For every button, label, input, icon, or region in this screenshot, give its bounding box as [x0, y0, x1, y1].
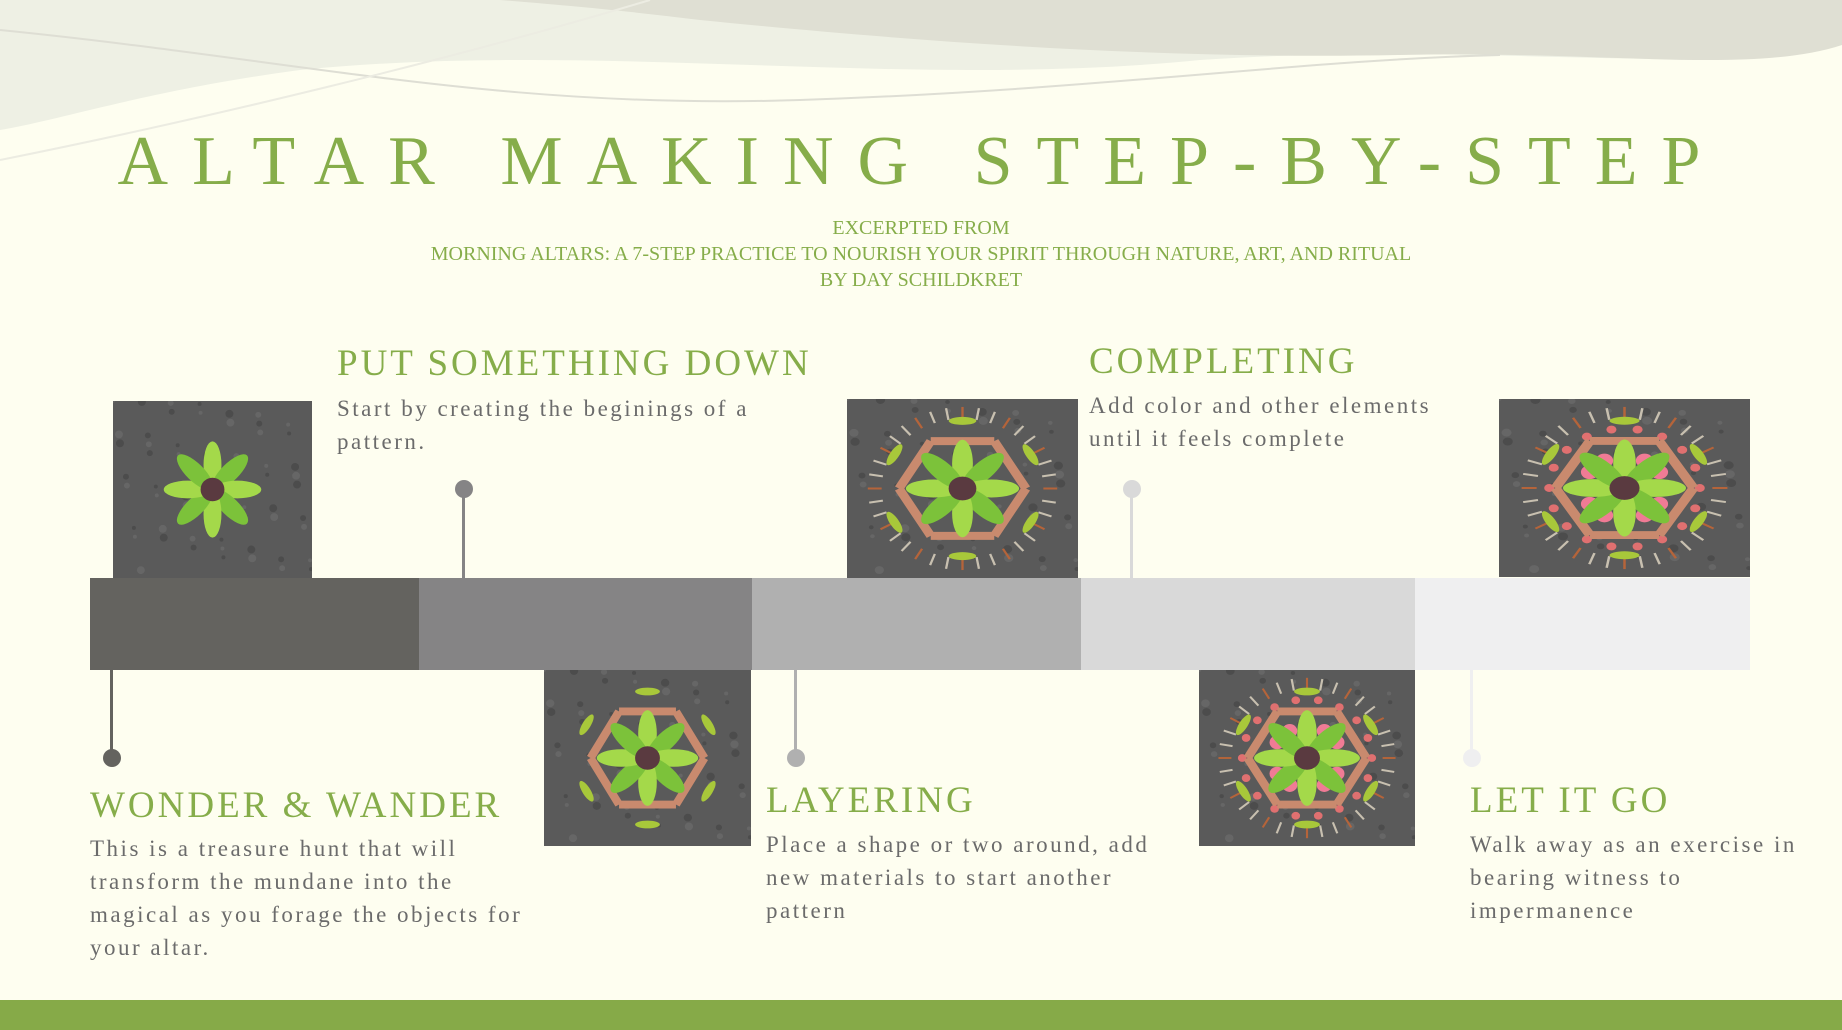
- subtitle-author: BY DAY SCHILDKRET: [819, 269, 1023, 291]
- pin-line-1: [110, 670, 113, 758]
- timeline-segment-2: [419, 578, 752, 670]
- timeline-segment-4: [1081, 578, 1415, 670]
- altar-photo-step-1: [113, 401, 312, 578]
- step-4-title: COMPLETING: [1089, 341, 1358, 382]
- altar-photo-step-3: [847, 399, 1078, 578]
- step-5-description: Walk away as an exercise in bearing witn…: [1470, 832, 1797, 923]
- pin-dot-4: [1123, 480, 1141, 498]
- footer-band: [0, 1000, 1842, 1030]
- pin-line-3: [794, 670, 797, 758]
- step-1-title: WONDER & WANDER: [90, 785, 503, 826]
- timeline-segment-3: [752, 578, 1081, 670]
- step-3-description: Place a shape or two around, add new mat…: [766, 832, 1150, 923]
- pin-dot-1: [103, 749, 121, 767]
- step-2-title: PUT SOMETHING DOWN: [337, 343, 812, 384]
- subtitle-book-title: MORNING ALTARS: A 7-STEP PRACTICE TO NOU…: [430, 243, 1412, 265]
- timeline-segment-1: [90, 578, 419, 670]
- background-wave-decoration: [0, 0, 1842, 161]
- pin-line-2: [462, 489, 465, 578]
- step-4-description: Add color and other elements until it fe…: [1089, 393, 1432, 451]
- page-title: ALTAR MAKING STEP-BY-STEP: [117, 123, 1725, 200]
- timeline-segment-5: [1415, 578, 1750, 670]
- pin-line-5: [1470, 670, 1473, 758]
- pin-dot-2: [455, 480, 473, 498]
- pin-dot-3: [787, 749, 805, 767]
- step-3-title: LAYERING: [766, 780, 976, 821]
- subtitle-excerpted: EXCERPTED FROM: [832, 217, 1010, 239]
- step-5-title: LET IT GO: [1470, 780, 1671, 821]
- altar-photo-step-2: [544, 670, 751, 846]
- altar-photo-step-4: [1199, 670, 1415, 846]
- pin-dot-5: [1463, 749, 1481, 767]
- step-2-description: Start by creating the beginings of a pat…: [337, 396, 749, 454]
- step-1-description: This is a treasure hunt that will transf…: [90, 836, 523, 960]
- altar-photo-step-5: [1499, 399, 1750, 577]
- pin-line-4: [1130, 489, 1133, 578]
